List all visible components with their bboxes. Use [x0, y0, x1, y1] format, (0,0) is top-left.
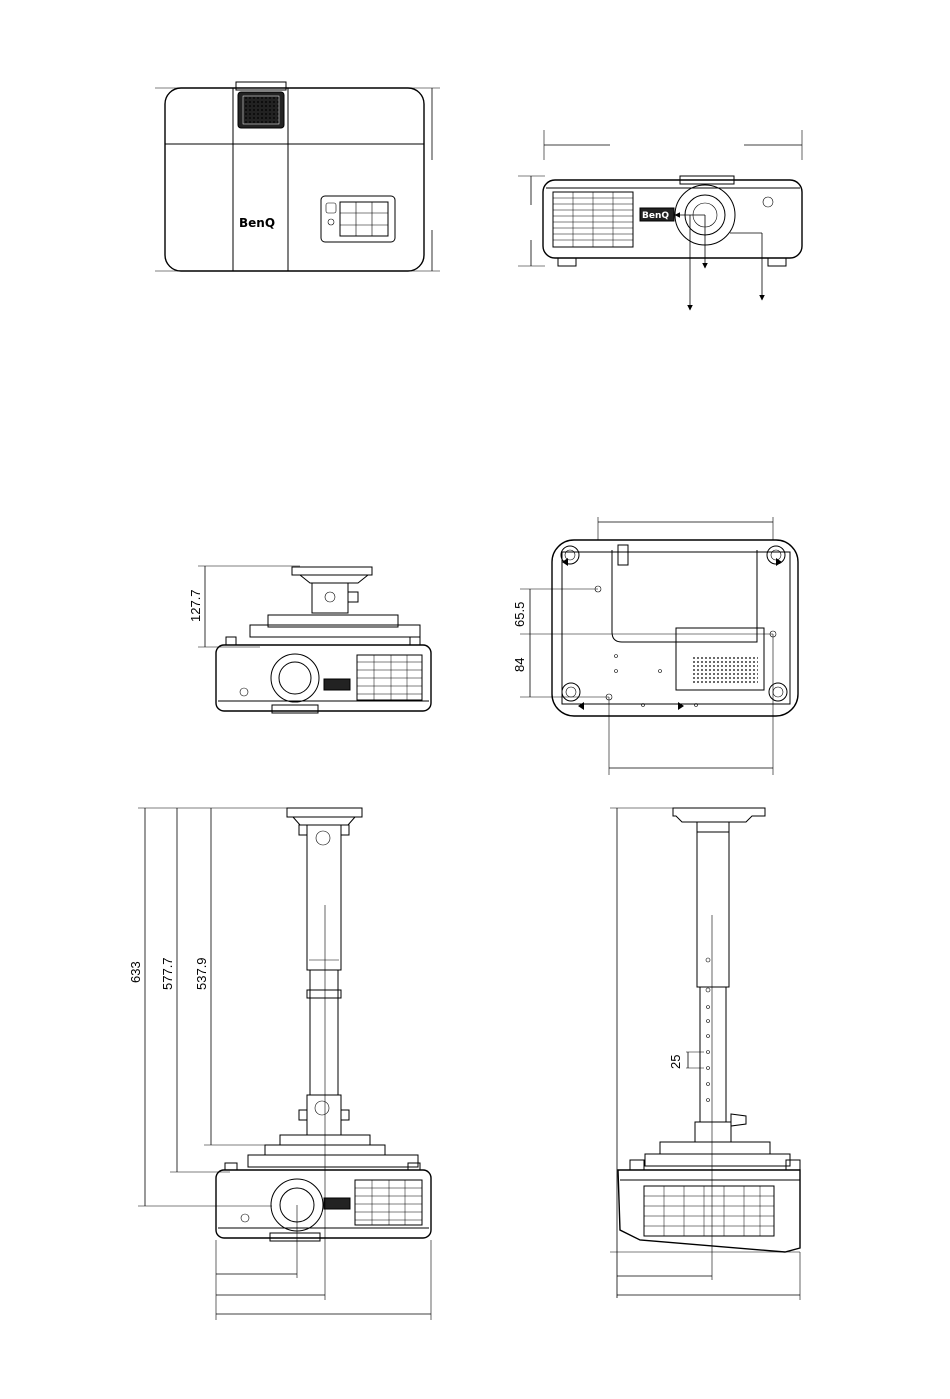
- dim-height-short: 537.9: [194, 957, 209, 990]
- brand-logo-front: BenQ: [642, 211, 669, 221]
- dim-total-height: 633: [128, 961, 143, 983]
- dim-pole-step: 25: [668, 1055, 683, 1069]
- mounted-front-view: 127.7: [188, 566, 431, 713]
- dim-hole-spacing-b: 84: [512, 658, 527, 672]
- dim-hole-spacing-a: 65.5: [512, 602, 527, 627]
- ceiling-mount-front: BenQ 633 577.7 537.9: [128, 808, 431, 1320]
- top-vent-grille: [243, 96, 279, 124]
- bottom-view: 65.5 84: [512, 517, 798, 775]
- dim-height-mid: 577.7: [160, 957, 175, 990]
- top-view: BenQ: [155, 82, 440, 271]
- dim-mount-height: 127.7: [188, 589, 203, 622]
- brand-logo-top: BenQ: [239, 216, 275, 230]
- front-view: BenQ: [518, 130, 802, 310]
- ceiling-mount-side: 25: [610, 808, 800, 1300]
